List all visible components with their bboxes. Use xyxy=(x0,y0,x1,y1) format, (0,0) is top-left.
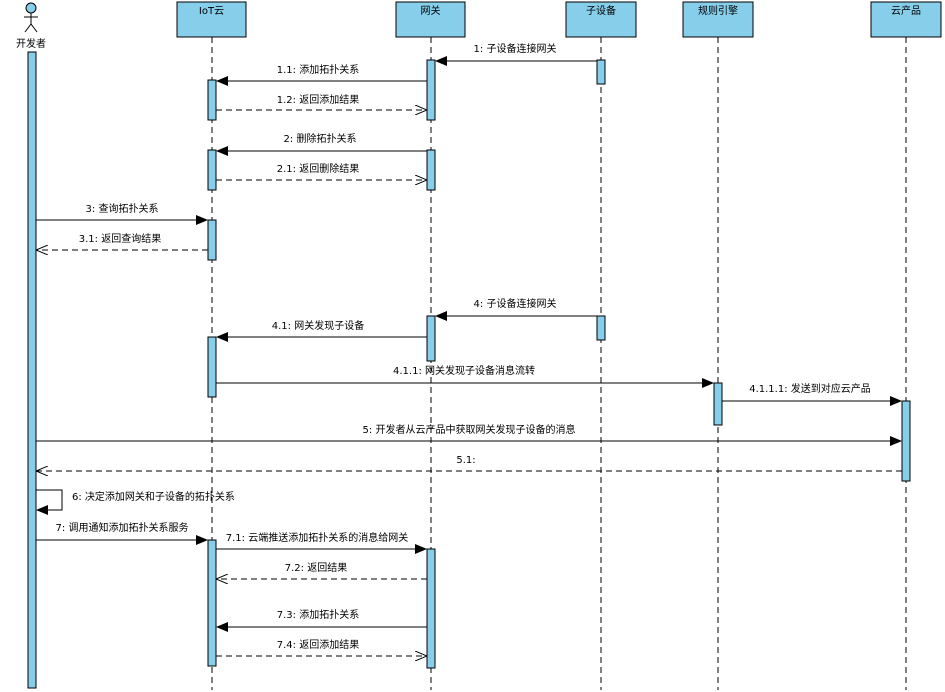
lifeline-header-box xyxy=(682,1,754,38)
lifeline-rule-engine-label: 规则引擎 xyxy=(698,4,738,17)
message-label-2: 2: 删除拓扑关系 xyxy=(284,132,357,145)
message-label-5-1: 5.1: xyxy=(456,455,475,466)
message-label-7-4: 7.4: 返回添加结果 xyxy=(277,638,359,651)
activation-developer xyxy=(27,51,37,689)
lifeline-header-box xyxy=(395,1,466,38)
actor-developer: 开发者 xyxy=(16,2,46,50)
activation-gateway-2 xyxy=(426,149,436,191)
lifeline-cloud-product-label: 云产品 xyxy=(891,4,921,17)
message-label-1-2: 1.2: 返回添加结果 xyxy=(277,93,359,106)
message-label-3: 3: 查询拓扑关系 xyxy=(86,202,159,215)
message-label-6: 6: 决定添加网关和子设备的拓扑关系 xyxy=(72,490,235,503)
lifeline-gateway-label: 网关 xyxy=(421,4,441,17)
lifeline-header-box xyxy=(565,1,637,38)
lifeline-cloud-product: 云产品 xyxy=(870,1,942,38)
activation-gateway-4 xyxy=(426,548,436,669)
message-label-4: 4: 子设备连接网关 xyxy=(474,297,557,310)
messages xyxy=(36,56,902,656)
activation-subdevice-1 xyxy=(596,59,606,85)
message-label-4-1: 4.1: 网关发现子设备 xyxy=(272,319,364,332)
actor-head-icon xyxy=(25,2,37,14)
lifeline-header-box xyxy=(176,1,247,38)
lifeline-gateway: 网关 xyxy=(395,1,466,38)
activation-bars xyxy=(27,51,911,689)
lifeline-header-box xyxy=(870,1,942,38)
activation-iot-4 xyxy=(207,336,217,398)
activation-iot-5 xyxy=(207,539,217,667)
message-arrow-6 xyxy=(36,489,63,515)
activation-gateway-1 xyxy=(426,59,436,121)
message-label-7: 7: 调用通知添加拓扑关系服务 xyxy=(56,521,189,534)
message-label-1: 1: 子设备连接网关 xyxy=(474,42,557,55)
actor-label: 开发者 xyxy=(16,37,46,50)
message-label-7-3: 7.3: 添加拓扑关系 xyxy=(277,608,359,621)
message-label-4-1-1: 4.1.1: 网关发现子设备消息流转 xyxy=(393,364,535,377)
lifeline-iot-label: IoT云 xyxy=(199,6,224,17)
message-labels: 1: 子设备连接网关 1.1: 添加拓扑关系 1.2: 返回添加结果 2: 删除… xyxy=(56,42,871,651)
activation-subdevice-2 xyxy=(596,315,606,341)
activation-iot-2 xyxy=(207,149,217,191)
message-label-3-1: 3.1: 返回查询结果 xyxy=(79,232,161,245)
lifeline-subdevice: 子设备 xyxy=(565,1,637,38)
message-label-2-1: 2.1: 返回删除结果 xyxy=(277,162,359,175)
activation-gateway-3 xyxy=(426,315,436,362)
lifeline-subdevice-label: 子设备 xyxy=(586,4,616,17)
activation-cloud-product xyxy=(901,400,911,482)
activation-rule-engine xyxy=(713,382,723,426)
activation-iot-1 xyxy=(207,79,217,121)
message-label-4-1-1-1: 4.1.1.1: 发送到对应云产品 xyxy=(749,382,871,395)
message-label-7-1: 7.1: 云端推送添加拓扑关系的消息给网关 xyxy=(226,531,408,544)
lifeline-rule-engine: 规则引擎 xyxy=(682,1,754,38)
message-label-7-2: 7.2: 返回结果 xyxy=(285,561,347,574)
message-label-1-1: 1.1: 添加拓扑关系 xyxy=(277,63,359,76)
message-label-5: 5: 开发者从云产品中获取网关发现子设备的消息 xyxy=(363,423,576,436)
activation-iot-3 xyxy=(207,219,217,261)
lifeline-iot: IoT云 xyxy=(176,1,247,38)
